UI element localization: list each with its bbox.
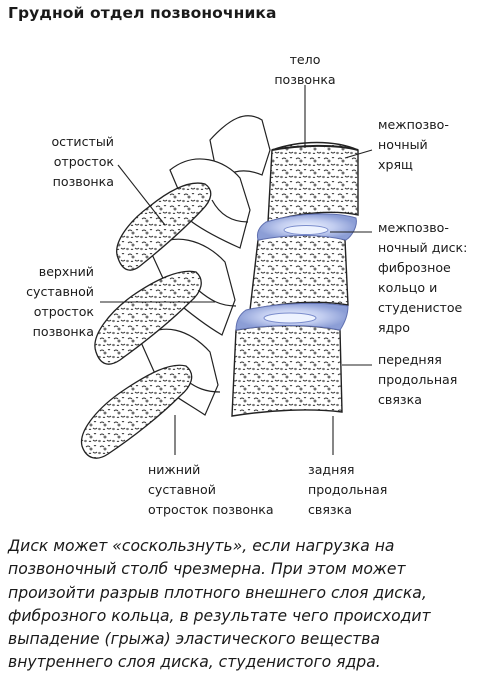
- caption-line: произойти разрыв плотного внешнего слоя …: [8, 583, 427, 602]
- label-line: ночный: [378, 137, 428, 152]
- label-line: ночный диск:: [378, 240, 468, 255]
- label-posterior: задняя продольная связка: [308, 460, 387, 520]
- label-inferior: нижний суставной отросток позвонка: [148, 460, 274, 520]
- label-line: кольцо и: [378, 280, 438, 295]
- label-spinous: остистый отросток позвонка: [14, 132, 114, 192]
- caption-line: Диск может «соскользнуть», если нагрузка…: [8, 537, 395, 555]
- caption: Диск может «соскользнуть», если нагрузка…: [8, 535, 493, 675]
- label-line: позвонка: [32, 324, 94, 339]
- label-line: позвонка: [274, 72, 336, 87]
- label-line: студенистое: [378, 300, 463, 315]
- label-line: отросток позвонка: [148, 502, 274, 517]
- label-line: суставной: [148, 482, 216, 497]
- vertebral-bodies: [231, 141, 359, 417]
- caption-line: фиброзного кольца, в результате чего про…: [8, 606, 431, 625]
- label-line: задняя: [308, 462, 355, 477]
- label-line: верхний: [38, 264, 94, 279]
- label-line: продольная: [308, 482, 388, 497]
- leader-cartilage: [344, 149, 373, 159]
- label-line: фиброзное: [378, 260, 451, 275]
- label-body: тело позвонка: [268, 50, 342, 90]
- label-line: отросток: [33, 304, 94, 319]
- leader-lines: [100, 85, 373, 455]
- caption-line: позвоночный столб чрезмерна. При этом мо…: [8, 560, 406, 579]
- label-line: позвонка: [52, 174, 114, 189]
- caption-line: выпадение (грыжа) эластического вещества: [8, 630, 381, 649]
- page-title: Грудной отдел позвоночника: [8, 4, 277, 22]
- label-line: тело: [289, 52, 321, 67]
- label-line: связка: [308, 502, 352, 517]
- label-line: суставной: [26, 284, 94, 299]
- label-disc: межпозво- ночный диск: фиброзное кольцо …: [378, 218, 467, 338]
- label-anterior: передняя продольная связка: [378, 350, 457, 410]
- label-line: остистый: [51, 134, 114, 149]
- caption-line: внутреннего слоя диска, студенистого ядр…: [8, 653, 381, 672]
- spinous-processes: [80, 182, 212, 459]
- label-line: нижний: [148, 462, 201, 477]
- label-line: межпозво-: [378, 117, 449, 132]
- label-line: ядро: [378, 320, 410, 335]
- label-line: связка: [378, 392, 422, 407]
- label-line: передняя: [378, 352, 442, 367]
- leader-spinous: [117, 164, 166, 226]
- label-line: отросток: [53, 154, 114, 169]
- label-line: продольная: [378, 372, 458, 387]
- label-cartilage: межпозво- ночный хрящ: [378, 115, 449, 175]
- intervertebral-discs: [235, 213, 357, 331]
- label-line: межпозво-: [378, 220, 449, 235]
- label-superior: верхний суставной отросток позвонка: [2, 262, 94, 342]
- label-line: хрящ: [378, 157, 413, 172]
